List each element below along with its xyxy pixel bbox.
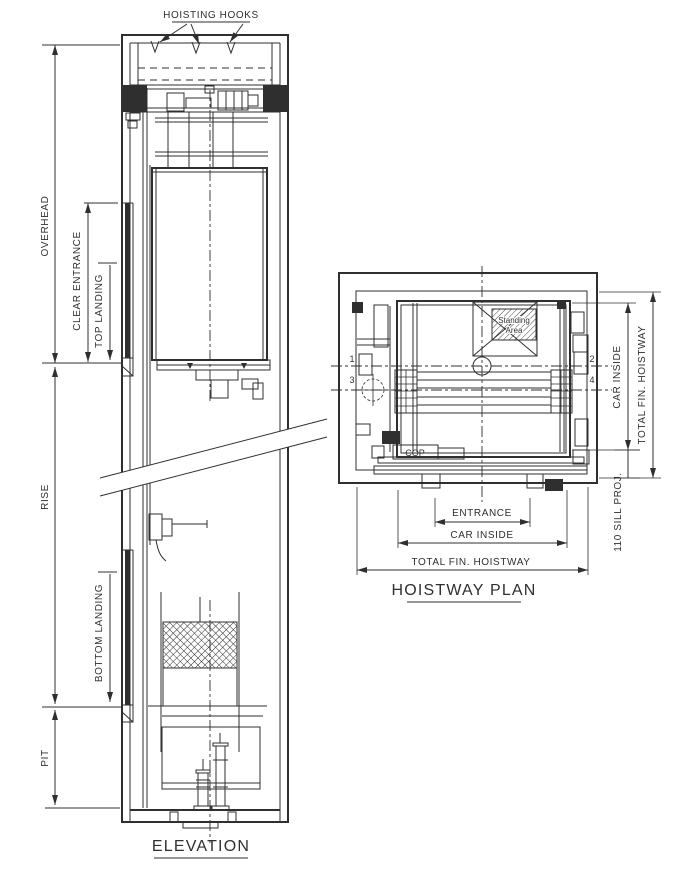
plan-left-equipment: [352, 302, 400, 459]
standing-area-label-2: Area: [506, 326, 523, 335]
marker-4: 4: [589, 375, 594, 385]
clear-entrance-label: CLEAR ENTRANCE: [72, 231, 83, 331]
door-hanger-right: [550, 369, 573, 414]
rise-label: RISE: [40, 484, 51, 510]
standing-area: Standing Area: [472, 301, 538, 357]
hoisting-hooks-label: HOISTING HOOKS: [163, 10, 259, 21]
elevation-dimensions: HOISTING HOOKS OVERHEAD CLEAR ENTRANCE T…: [40, 10, 259, 859]
plan-dimensions: ENTRANCE CAR INSIDE TOTAL FIN. HOISTWAY …: [356, 291, 661, 603]
elevation-title: ELEVATION: [152, 838, 250, 855]
plan-car-outline: [396, 300, 571, 458]
pit-equipment: [161, 726, 261, 811]
counterweight: [160, 592, 240, 752]
bottom-landing-door: [121, 549, 134, 723]
standing-area-label-1: Standing: [498, 316, 530, 325]
car-inside-right-dim-label: CAR INSIDE: [612, 345, 623, 408]
total-hoistway-bottom-dim-label: TOTAL FIN. HOISTWAY: [412, 557, 531, 568]
top-landing-door: [121, 202, 134, 377]
rail-bracket: [148, 513, 208, 562]
total-hoistway-right-dim-label: TOTAL FIN. HOISTWAY: [637, 326, 648, 445]
marker-1: 1: [349, 354, 354, 364]
hoistway-plan-view: Standing Area: [331, 266, 612, 502]
marker-2: 2: [589, 354, 594, 364]
bottom-landing-label: BOTTOM LANDING: [94, 584, 105, 682]
hoisting-hooks: [150, 40, 236, 55]
elevator-car: [151, 167, 271, 400]
hoistway-plan-title: HOISTWAY PLAN: [391, 582, 536, 599]
elevation-view: [42, 34, 328, 843]
plan-right-equipment: [557, 302, 590, 465]
marker-3: 3: [349, 375, 354, 385]
rail-target: [357, 374, 389, 406]
break-line: [99, 418, 328, 497]
plan-hoistway-outline: [338, 272, 598, 484]
pit-label: PIT: [40, 749, 51, 766]
traction-machine: [166, 85, 259, 112]
car-inside-bottom-dim-label: CAR INSIDE: [450, 530, 513, 541]
sill-projection-dim-label: 110 SILL PROJ.: [613, 472, 624, 552]
cop-label: COP: [405, 448, 425, 458]
overhead-label: OVERHEAD: [40, 196, 51, 257]
top-landing-label: TOP LANDING: [94, 274, 105, 348]
door-hanger-left: [394, 369, 418, 414]
entrance-dim-label: ENTRANCE: [452, 508, 512, 519]
beam-support-right: [263, 85, 287, 112]
